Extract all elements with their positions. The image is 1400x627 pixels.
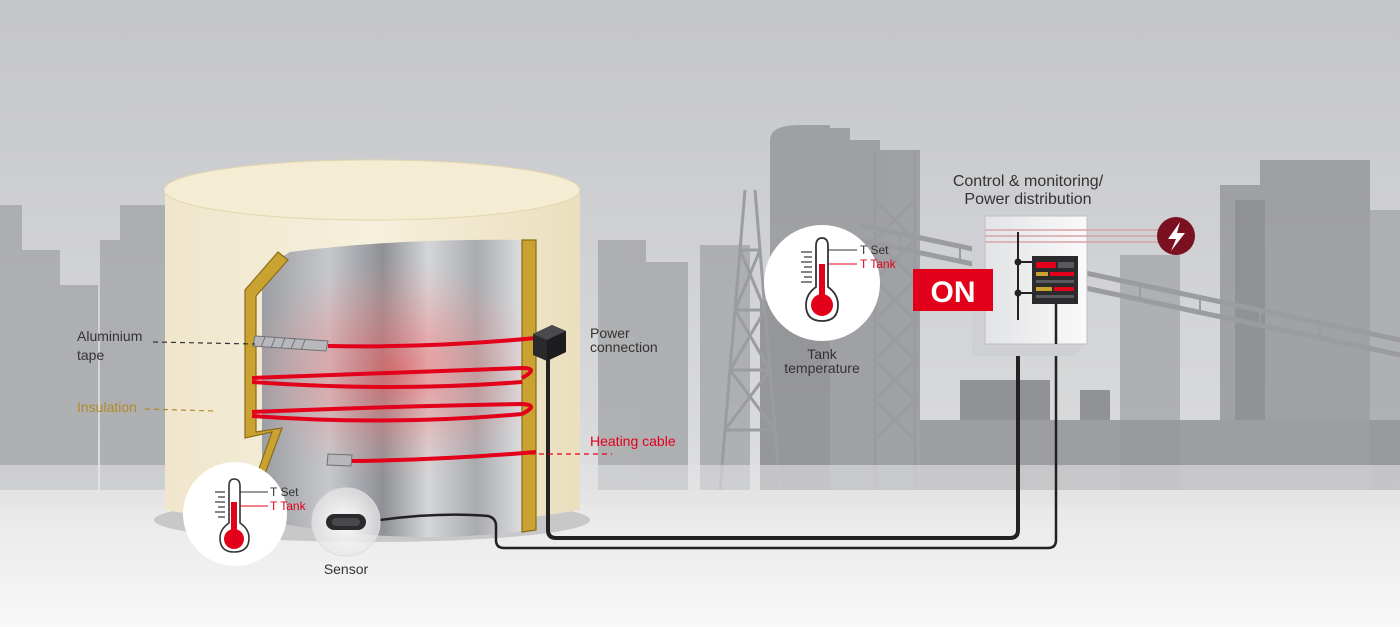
tank-temperature-label: Tank [807,346,838,362]
city-skyline [0,205,1400,510]
conveyor-belt [859,222,1400,358]
on-button-label: ON [931,276,976,309]
power-connection-label: Power [590,325,630,341]
sensor-cable [379,300,1058,550]
lightning-bolt-icon [1157,217,1195,255]
heating-cable-label: Heating cable [590,433,676,449]
power-distribution-label: Power distribution [964,191,1091,208]
lattice-tower [718,150,918,491]
power-cable [546,226,1020,540]
t-tank-label-small: T Tank [270,499,307,513]
t-set-label-small: T Set [270,485,299,499]
aluminium-tape-piece [326,453,353,467]
insulation-label: Insulation [77,399,137,415]
thermometer-icon: T Set T Tank [764,225,897,341]
power-connection-box [533,325,566,361]
sensor-label: Sensor [324,561,369,577]
control-panel [972,215,1160,356]
t-tank-label: T Tank [860,257,897,271]
control-monitoring-label: Control & monitoring/ [953,173,1104,190]
tank-temperature-label-2: temperature [784,360,860,376]
on-button[interactable]: ON [913,269,993,311]
tank-roof [163,159,581,221]
insulation-cut-edge-right [521,239,537,533]
heat-glow [245,260,545,480]
power-connection-label-2: connection [590,339,658,355]
thermometer-icon-small: T Set T Tank [183,462,307,566]
controller-unit [1032,256,1078,304]
aluminium-tape-label-2: tape [77,347,104,363]
leader-lines [144,341,612,455]
t-set-label: T Set [860,243,889,257]
aluminium-tape-label: Aluminium [77,328,142,344]
heating-cable-loops [251,336,537,463]
sensor-icon [311,487,381,557]
storage-tank [154,159,590,542]
